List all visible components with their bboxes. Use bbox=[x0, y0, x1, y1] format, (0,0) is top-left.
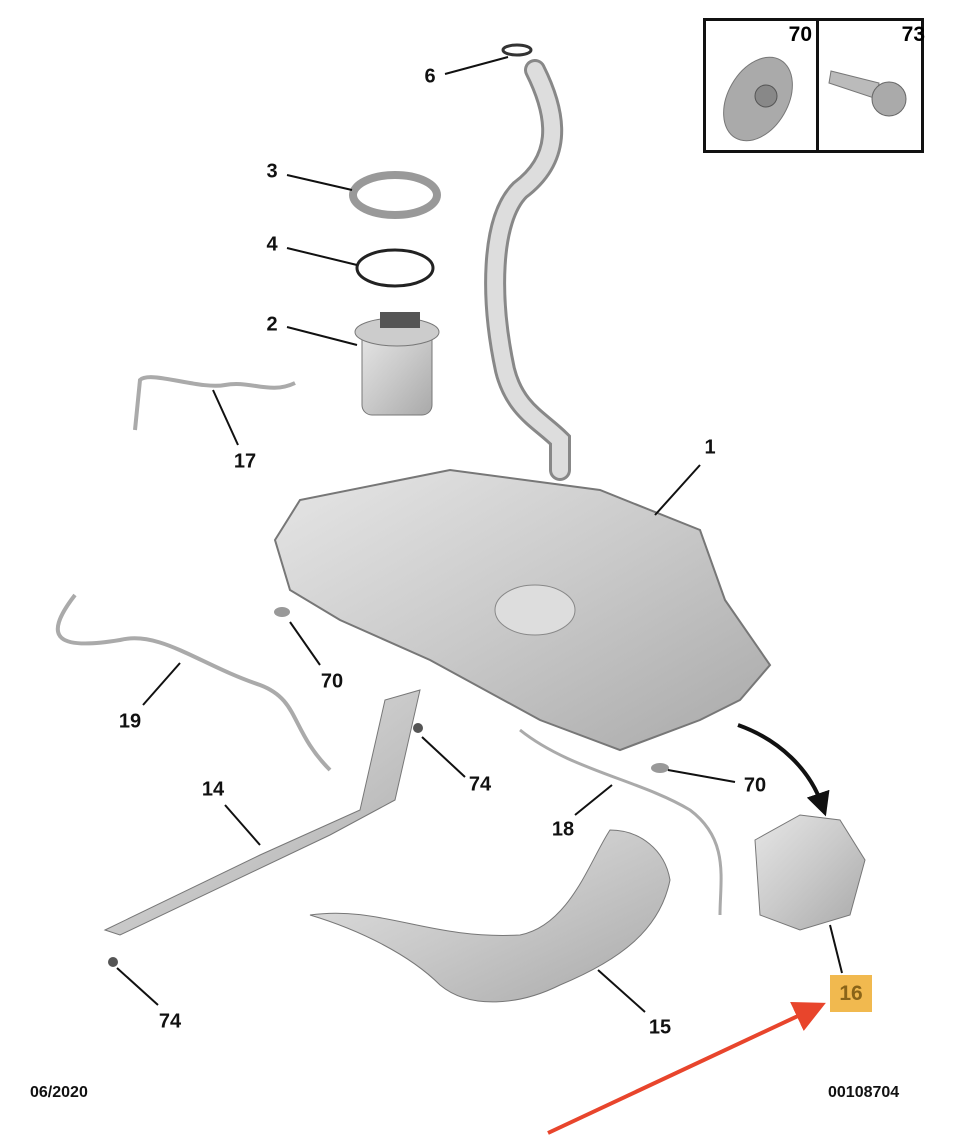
pipe-19 bbox=[55, 593, 332, 772]
seal-ring bbox=[355, 248, 435, 288]
bolt-icon bbox=[828, 70, 907, 117]
leader-lines bbox=[116, 56, 843, 1013]
callout-70: 70 bbox=[320, 670, 344, 693]
fuel-pump-module bbox=[354, 312, 440, 416]
callout-19: 19 bbox=[118, 710, 142, 733]
callout-74: 74 bbox=[468, 773, 492, 796]
inset-label-73: 73 bbox=[901, 23, 925, 46]
callout-70: 70 bbox=[743, 774, 767, 797]
callout-2: 2 bbox=[266, 313, 278, 336]
heat-shield-15 bbox=[309, 829, 671, 1003]
filler-pipe bbox=[484, 43, 571, 481]
diagram-date: 06/2020 bbox=[30, 1084, 88, 1101]
washer-nut-icon bbox=[723, 56, 793, 142]
callout-6: 6 bbox=[424, 65, 436, 88]
callout-15: 15 bbox=[648, 1016, 672, 1039]
callout-17: 17 bbox=[233, 450, 257, 473]
assembly-arrow bbox=[737, 723, 830, 817]
callout-18: 18 bbox=[551, 818, 575, 841]
strap-14 bbox=[103, 689, 421, 936]
fastener-inset: 70 73 bbox=[703, 18, 925, 153]
inset-cell-washer: 70 bbox=[706, 21, 816, 150]
callout-1: 1 bbox=[704, 436, 716, 459]
diagram-reference: 00108704 bbox=[828, 1084, 900, 1101]
callout-74: 74 bbox=[158, 1010, 182, 1033]
callout-16-highlighted: 16 bbox=[830, 975, 872, 1012]
pipe-18 bbox=[519, 728, 723, 916]
pipe-17 bbox=[133, 375, 296, 431]
callout-4: 4 bbox=[266, 233, 278, 256]
callout-14: 14 bbox=[201, 778, 225, 801]
canister-16 bbox=[754, 814, 866, 931]
inset-label-70: 70 bbox=[788, 23, 812, 46]
highlight-arrow bbox=[547, 1001, 826, 1135]
callout-3: 3 bbox=[266, 160, 278, 183]
inset-cell-bolt: 73 bbox=[816, 21, 929, 150]
lock-ring bbox=[349, 171, 441, 219]
